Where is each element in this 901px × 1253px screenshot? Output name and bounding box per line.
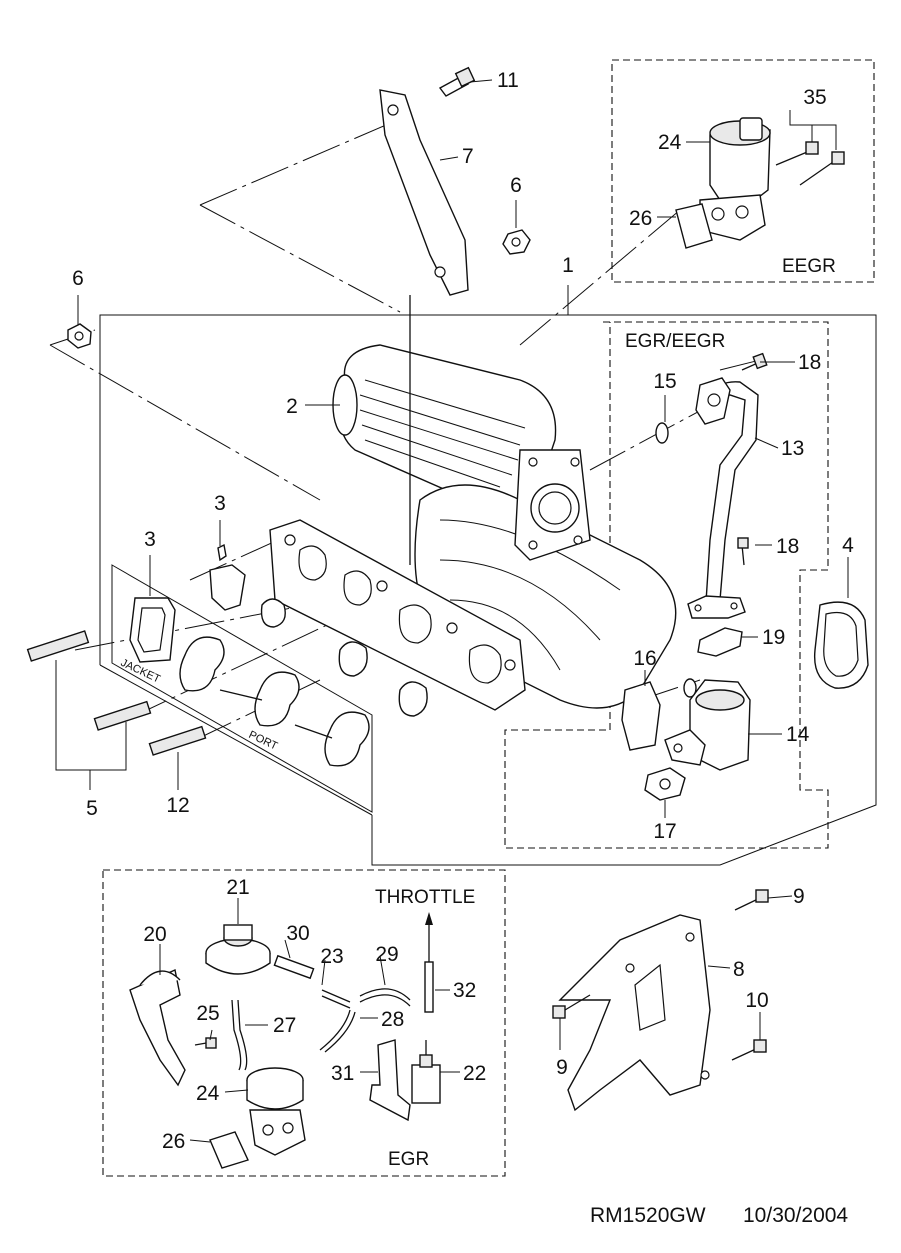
callout-25: 25 [196,1002,219,1025]
callout-14: 14 [786,723,810,746]
bracket-8 [558,914,711,1112]
callout-12: 12 [166,794,189,817]
callout-numbers: 1 2 3 3 4 5 6 6 7 8 9 9 10 11 12 13 14 1… [72,69,854,1153]
callout-16: 16 [633,647,656,670]
callout-21: 21 [226,876,249,899]
callout-18-lower: 18 [776,535,799,558]
callout-10: 10 [745,989,768,1012]
callout-30: 30 [286,922,309,945]
callout-24-egr: 24 [196,1082,220,1105]
egr-caption: EGR [388,1149,429,1170]
gasket-19 [697,627,743,657]
callout-7: 7 [462,145,474,168]
callout-13: 13 [781,437,804,460]
diagram-code: RM1520GW [590,1204,706,1227]
callout-23: 23 [320,945,343,968]
egr-valve-14 [664,679,751,771]
callout-4: 4 [842,534,854,557]
eegr-valve-24 [699,117,771,241]
bracket-7-hole [434,266,446,278]
callout-3-lower: 3 [144,528,156,551]
bolt-11 [438,66,476,97]
callout-26-egr: 26 [162,1130,185,1153]
callout-3-upper: 3 [214,492,226,515]
eegr-gasket-26 [675,203,713,249]
callout-31: 31 [331,1062,354,1085]
egr-eegr-box [504,321,829,849]
callout-20: 20 [143,923,166,946]
callout-18-upper: 18 [798,351,821,374]
callout-32: 32 [453,979,476,1002]
bolt-18-lower [737,537,749,566]
nut-6-upper [502,229,531,255]
egr-vacuum-parts [129,912,441,1169]
callout-17: 17 [653,820,676,843]
callout-26-eegr: 26 [629,207,652,230]
callout-19: 19 [762,626,785,649]
callout-15: 15 [653,370,676,393]
callout-2: 2 [286,395,298,418]
bracket-7 [379,89,469,296]
bolt-10 [731,1039,767,1061]
callout-27: 27 [273,1014,296,1037]
callout-9-upper: 9 [793,885,805,908]
seal-15 [655,422,669,444]
stud-12 [148,725,207,756]
callout-22: 22 [463,1062,486,1085]
callout-35: 35 [803,86,826,109]
bracket-7-hole [387,104,399,116]
throttle-caption: THROTTLE [375,887,475,908]
assembly-outline [99,285,877,866]
nut-6-left [67,323,92,349]
intake-manifold [269,295,677,711]
eegr-caption: EEGR [782,256,836,277]
gasket-panel [111,543,428,813]
callout-24-eegr: 24 [658,131,682,154]
callout-8: 8 [733,958,745,981]
callout-9-lower: 9 [556,1056,568,1079]
callout-29: 29 [375,943,398,966]
callout-leaders [55,79,849,1143]
gasket-16 [621,681,661,751]
gasket-16-seal [683,678,697,698]
callout-28: 28 [381,1008,404,1031]
callout-1: 1 [562,254,574,277]
studs-5 [26,630,152,731]
egr-eegr-caption: EGR/EEGR [625,331,725,352]
callout-5: 5 [86,797,98,820]
eegr-bolts-35 [775,141,845,186]
callout-11: 11 [497,69,519,92]
callout-6-left: 6 [72,267,84,290]
bolt-9-upper [734,889,769,911]
callout-6-upper: 6 [510,174,522,197]
bolt-9-lower [552,994,591,1019]
bolt-18-upper [741,352,768,371]
egr-inset-box [102,869,506,1177]
diagram-date: 10/30/2004 [743,1204,848,1227]
egr-pipe-13 [687,377,759,619]
